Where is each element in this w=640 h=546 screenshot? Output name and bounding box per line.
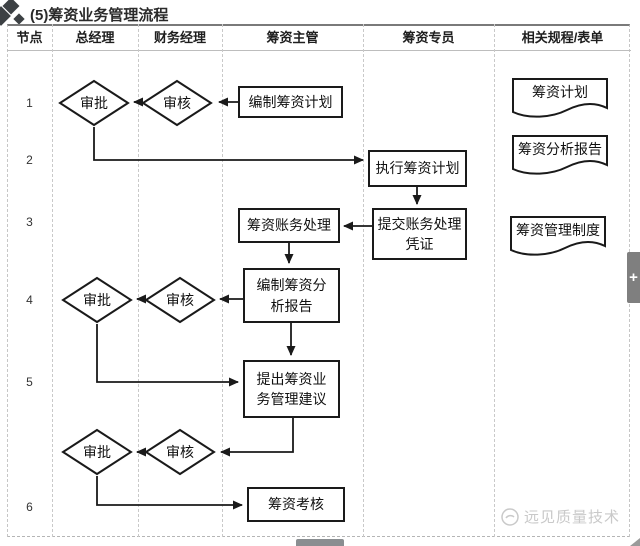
node-number-4: 4: [26, 293, 33, 307]
decision-label: 审批: [83, 292, 111, 308]
watermark-text: 远见质量技术: [524, 509, 621, 526]
column-header-specialist: 筹资专员: [402, 30, 455, 45]
column-divider-2: [138, 24, 139, 537]
decision-label: 审核: [163, 95, 191, 111]
decision-approve-row4: 审批: [61, 276, 133, 324]
decision-label: 审批: [83, 444, 111, 460]
column-divider-4: [363, 24, 364, 537]
node-number-5: 5: [26, 375, 33, 389]
column-header-gm: 总经理: [75, 30, 115, 45]
node-number-1: 1: [26, 96, 33, 110]
decision-label: 审批: [80, 95, 108, 111]
corner-handle: [630, 538, 640, 546]
process-prepare-analysis-report: 编制筹资分 析报告: [243, 268, 340, 323]
process-prepare-funding-plan: 编制筹资计划: [238, 86, 343, 118]
document-funding-plan: 筹资计划: [512, 78, 608, 120]
decision-label: 审核: [166, 292, 194, 308]
decision-approve-row6: 审批: [61, 428, 133, 476]
page-title: (5)筹资业务管理流程: [30, 7, 169, 24]
decision-review-row1: 审核: [141, 79, 213, 127]
watermark: 远见质量技术: [500, 506, 620, 527]
node-number-6: 6: [26, 500, 33, 514]
column-header-supervisor: 筹资主管: [266, 30, 319, 45]
partial-bottom-toolbar[interactable]: [296, 539, 344, 546]
document-label: 筹资计划: [532, 84, 588, 100]
process-propose-suggestions: 提出筹资业 务管理建议: [243, 360, 340, 418]
process-submit-voucher: 提交账务处理 凭证: [372, 208, 467, 260]
column-header-docs: 相关规程/表单: [521, 30, 604, 45]
column-divider-5: [494, 24, 495, 537]
document-label: 筹资分析报告: [518, 141, 602, 157]
document-label: 筹资管理制度: [516, 222, 600, 238]
column-divider-1: [52, 24, 53, 537]
process-execute-funding-plan: 执行筹资计划: [368, 150, 467, 187]
logo-diamond-small: [13, 13, 25, 25]
column-header-finance-mgr: 财务经理: [153, 30, 206, 45]
document-funding-analysis-report: 筹资分析报告: [512, 135, 608, 177]
node-number-2: 2: [26, 153, 33, 167]
document-funding-management-rules: 筹资管理制度: [510, 216, 606, 258]
decision-review-row6: 审核: [144, 428, 216, 476]
floating-plus-button[interactable]: +: [627, 252, 640, 303]
column-header-node: 节点: [16, 30, 43, 45]
header-underline: [7, 50, 631, 51]
watermark-logo-icon: [501, 507, 519, 526]
node-number-3: 3: [26, 215, 33, 229]
process-funding-accounting: 筹资账务处理: [238, 208, 340, 243]
decision-approve-row1: 审批: [58, 79, 130, 127]
column-divider-3: [222, 24, 223, 537]
decision-review-row4: 审核: [144, 276, 216, 324]
process-funding-assessment: 筹资考核: [247, 487, 345, 522]
decision-label: 审核: [166, 444, 194, 460]
